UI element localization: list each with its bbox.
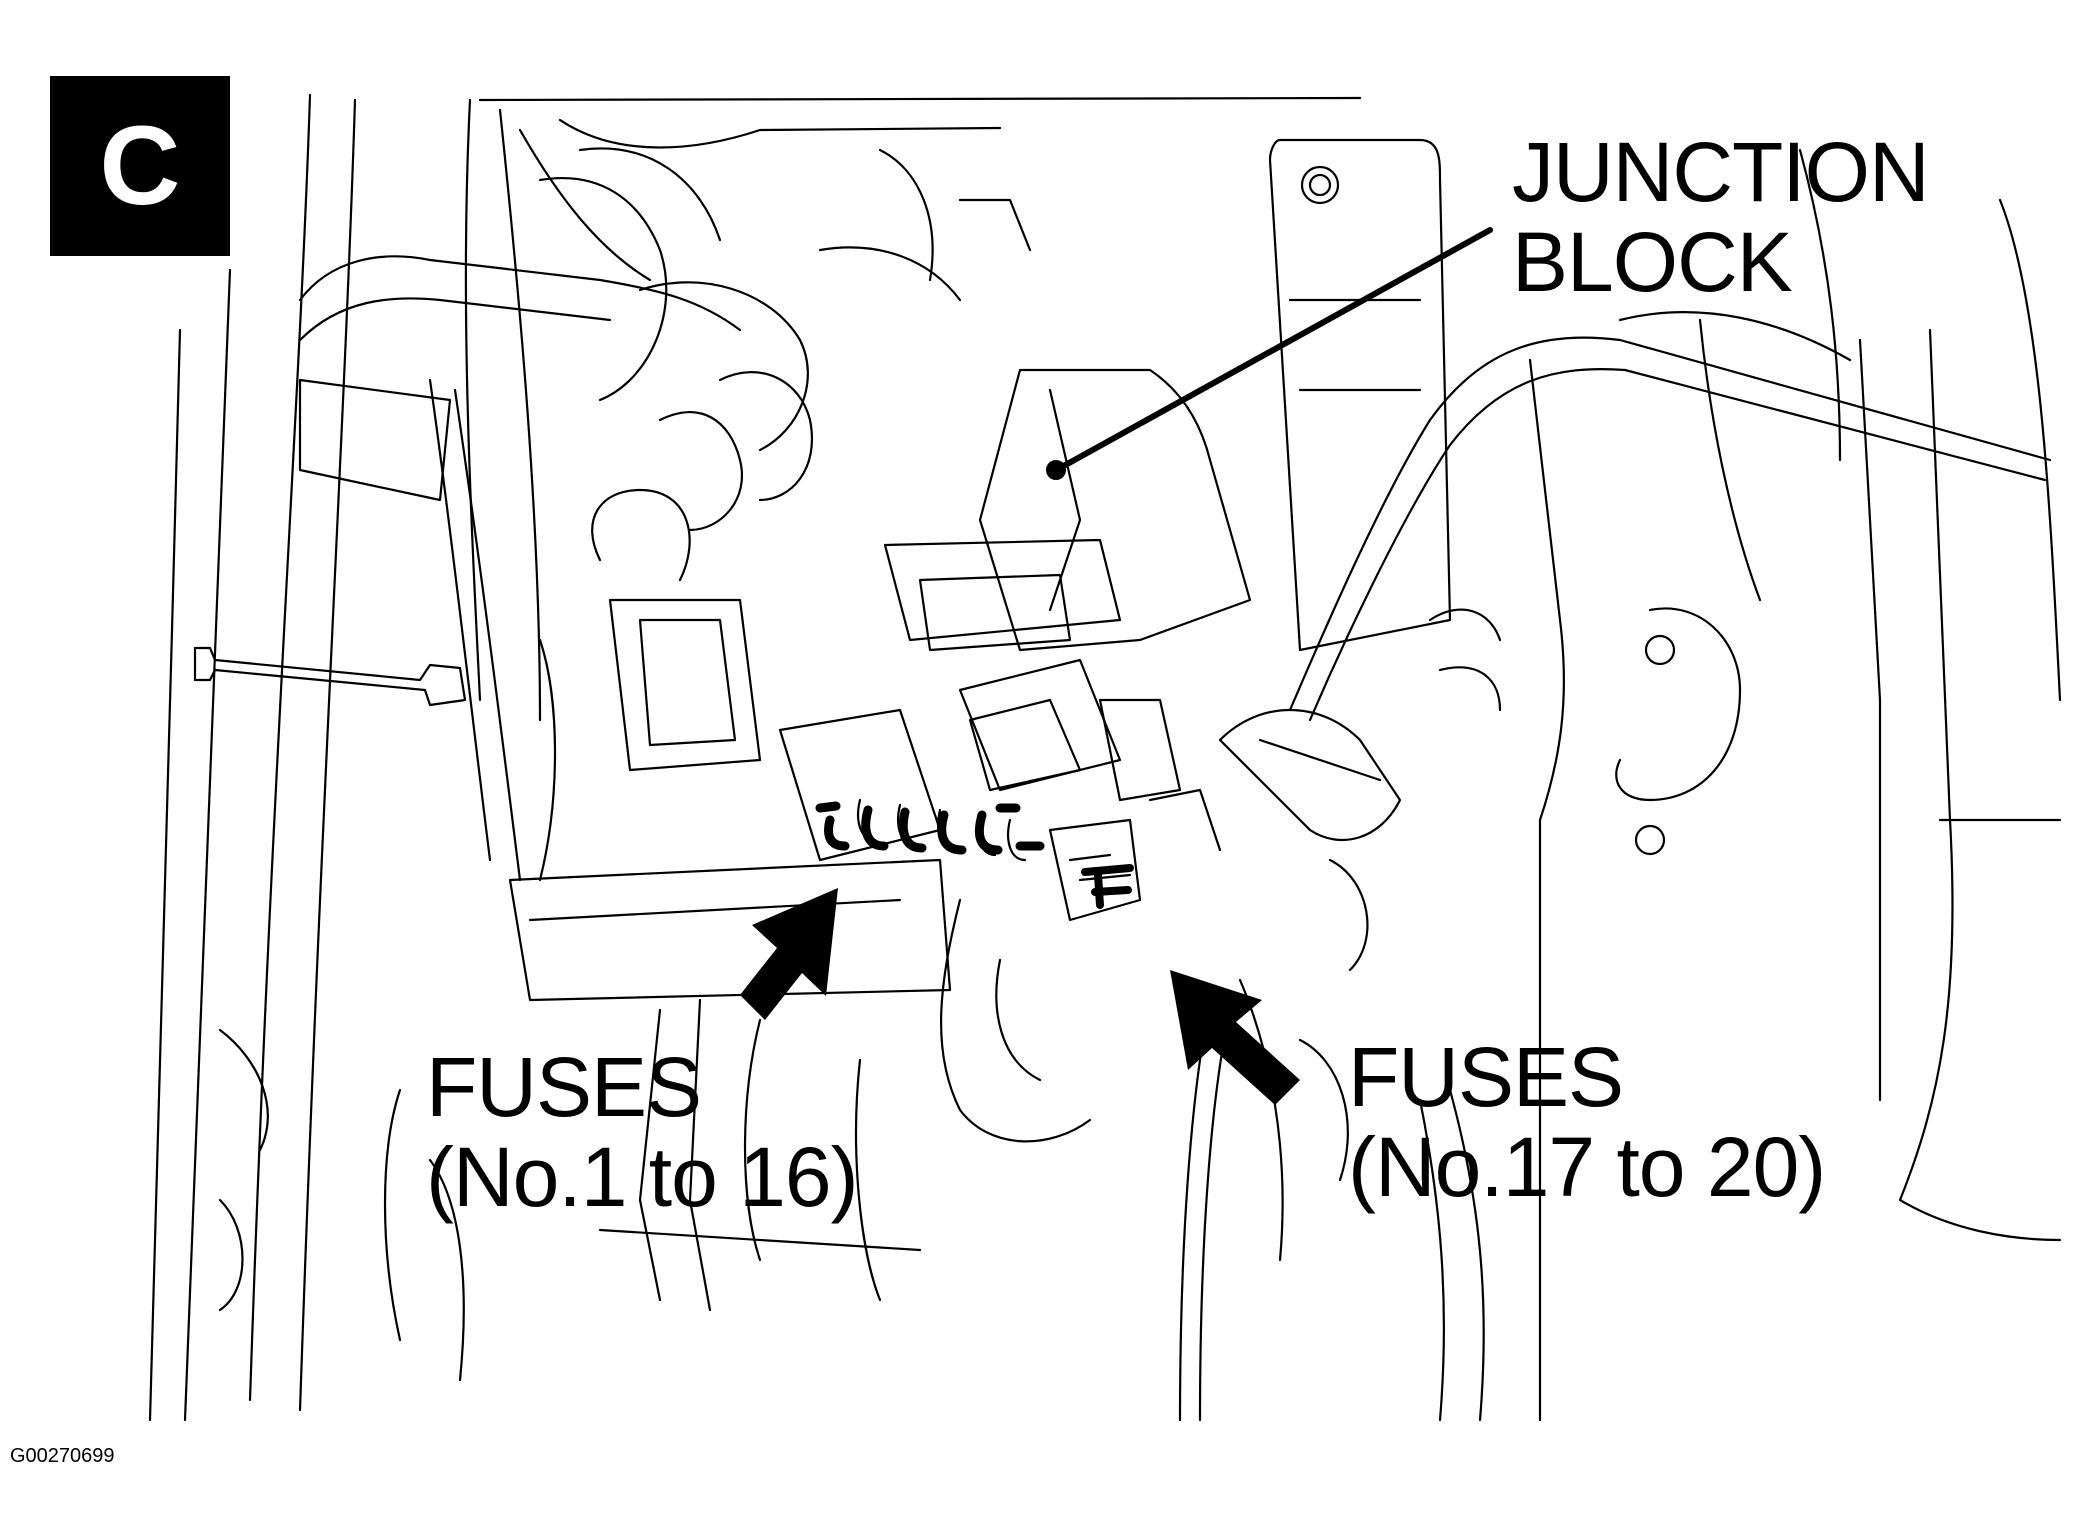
fuses-17-20-arrow — [1170, 970, 1300, 1105]
under-dash-structure — [148, 93, 2062, 1422]
junction-block-leader — [1057, 227, 1493, 471]
section-letter: C — [99, 103, 181, 228]
fuses-1-16-label-line2: (No.1 to 16) — [426, 1130, 859, 1224]
junction-block-label-line1: JUNCTION — [1512, 125, 1930, 219]
figure-id: G00270699 — [10, 1445, 115, 1467]
fuses-17-20-label-line2: (No.17 to 20) — [1348, 1120, 1826, 1214]
fuses-17-20-label-line1: FUSES — [1348, 1030, 1624, 1124]
fuse-17-20-marks — [1081, 864, 1134, 909]
fuse-row-marks — [815, 801, 1045, 855]
junction-block-label-line2: BLOCK — [1512, 215, 1793, 309]
fuses-1-16-arrow — [740, 888, 838, 1020]
junction-block-dot — [1046, 460, 1066, 480]
section-badge: C — [50, 76, 230, 256]
fuses-1-16-label-line1: FUSES — [426, 1040, 702, 1134]
